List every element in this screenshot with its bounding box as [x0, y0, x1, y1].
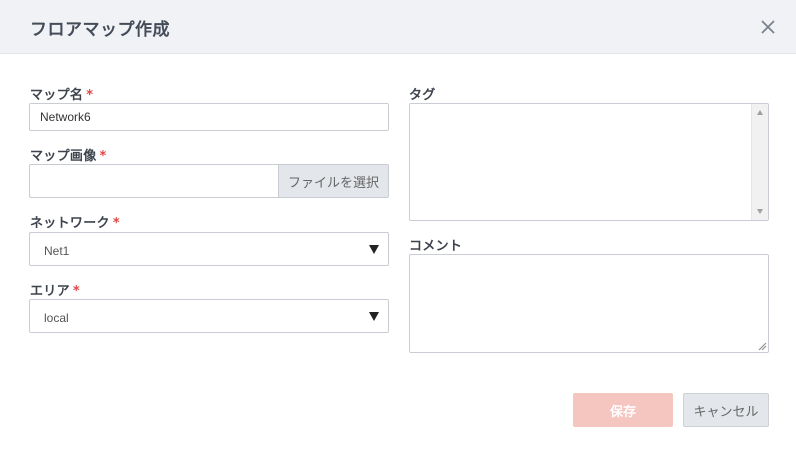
tag-textarea[interactable]	[409, 103, 769, 221]
map-name-label: マップ名*	[30, 84, 93, 103]
close-icon[interactable]	[758, 17, 778, 37]
required-mark: *	[99, 149, 107, 164]
scroll-down-icon[interactable]	[757, 209, 763, 214]
required-mark: *	[112, 216, 120, 231]
scrollbar[interactable]	[751, 104, 768, 220]
scroll-up-icon[interactable]	[757, 110, 763, 115]
area-label: エリア*	[30, 280, 80, 299]
map-image-label-text: マップ画像	[30, 149, 97, 164]
comment-textarea[interactable]	[409, 254, 769, 353]
network-select[interactable]: Net1	[29, 232, 389, 266]
cancel-button[interactable]: キャンセル	[683, 393, 769, 427]
area-label-text: エリア	[30, 284, 70, 299]
network-label: ネットワーク*	[30, 212, 120, 231]
network-label-text: ネットワーク	[30, 216, 110, 231]
dialog-header: フロアマップ作成	[0, 0, 796, 54]
tag-label: タグ	[409, 88, 436, 103]
required-mark: *	[86, 88, 94, 103]
area-select[interactable]: local	[29, 299, 389, 333]
save-button[interactable]: 保存	[573, 393, 673, 427]
choose-file-button[interactable]: ファイルを選択	[278, 164, 389, 198]
caret-down-icon	[369, 312, 379, 321]
comment-label: コメント	[409, 239, 463, 254]
required-mark: *	[72, 284, 81, 299]
map-image-input[interactable]	[29, 164, 279, 198]
map-name-label-text: マップ名	[30, 88, 84, 103]
map-image-label: マップ画像*	[30, 145, 107, 164]
caret-down-icon	[369, 245, 379, 254]
network-selected-value: Net1	[44, 244, 70, 258]
area-selected-value: local	[44, 311, 69, 325]
resize-handle-icon[interactable]	[757, 341, 767, 351]
dialog-title: フロアマップ作成	[30, 20, 170, 40]
map-name-input[interactable]	[29, 103, 389, 131]
